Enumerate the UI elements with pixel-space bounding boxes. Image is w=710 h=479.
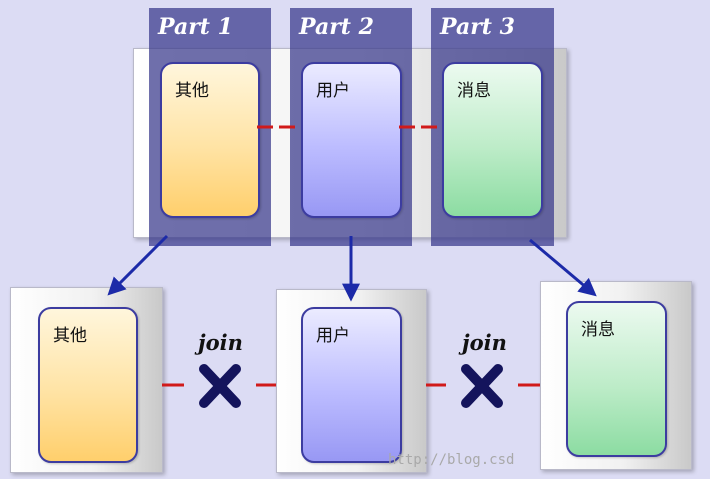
join-label-left: join (198, 330, 243, 355)
bottom-table-message-label: 消息 (581, 320, 615, 340)
bottom-table-message: 消息 (566, 301, 667, 457)
bottom-table-other-label: 其他 (53, 326, 87, 346)
arrow-part1-down (107, 234, 169, 296)
top-table-user-label: 用户 (316, 81, 350, 101)
cross-right-icon (461, 364, 503, 408)
top-table-message-label: 消息 (457, 81, 491, 101)
part-2-label: Part 2 (299, 14, 374, 40)
arrow-part3-down (529, 238, 597, 297)
bottom-table-other: 其他 (38, 307, 138, 463)
top-table-user: 用户 (301, 62, 402, 218)
top-table-other: 其他 (160, 62, 260, 218)
bottom-table-user-label: 用户 (316, 326, 350, 346)
join-label-right: join (462, 330, 507, 355)
part-3-label: Part 3 (440, 14, 515, 40)
bottom-table-user: 用户 (301, 307, 402, 463)
cross-left-icon (199, 364, 241, 408)
top-table-other-label: 其他 (175, 81, 209, 101)
watermark-text: http://blog.csd (388, 452, 515, 468)
top-table-message: 消息 (442, 62, 543, 218)
part-1-label: Part 1 (158, 14, 233, 40)
